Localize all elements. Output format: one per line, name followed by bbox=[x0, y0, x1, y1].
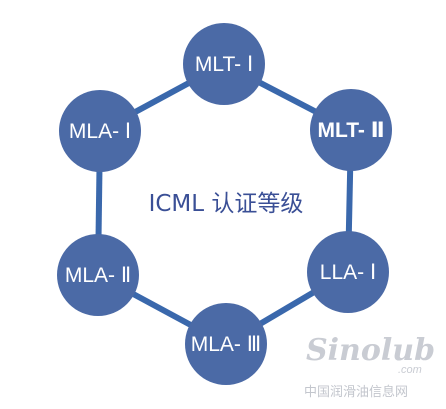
node-mla-3: MLA- Ⅲ bbox=[185, 303, 267, 385]
center-label: ICML 认证等级 bbox=[149, 191, 304, 217]
watermark-domain: .com bbox=[398, 364, 422, 376]
node-circle bbox=[59, 90, 141, 172]
node-mlt-1: MLT- Ⅰ bbox=[183, 23, 265, 105]
watermark-subtitle: 中国润滑油信息网 bbox=[304, 384, 408, 400]
node-circle bbox=[57, 234, 139, 316]
node-circle bbox=[310, 89, 392, 171]
node-label: MLA- Ⅱ bbox=[65, 264, 131, 287]
node-mlt-2: MLT- Ⅱ bbox=[310, 89, 392, 171]
node-circle bbox=[183, 23, 265, 105]
node-lla-1: LLA- Ⅰ bbox=[307, 231, 389, 313]
node-label: MLT- Ⅰ bbox=[195, 53, 253, 76]
node-circle bbox=[185, 303, 267, 385]
node-circle bbox=[307, 231, 389, 313]
node-label: LLA- Ⅰ bbox=[320, 261, 376, 284]
node-mla-1: MLA- Ⅰ bbox=[59, 90, 141, 172]
node-label: MLA- Ⅰ bbox=[69, 120, 131, 143]
node-mla-2: MLA- Ⅱ bbox=[57, 234, 139, 316]
node-label: MLA- Ⅲ bbox=[191, 333, 262, 356]
watermark: Sinolub .com 中国润滑油信息网 bbox=[304, 333, 435, 400]
node-label: MLT- Ⅱ bbox=[317, 119, 384, 142]
watermark-brand: Sinolub bbox=[306, 333, 435, 368]
